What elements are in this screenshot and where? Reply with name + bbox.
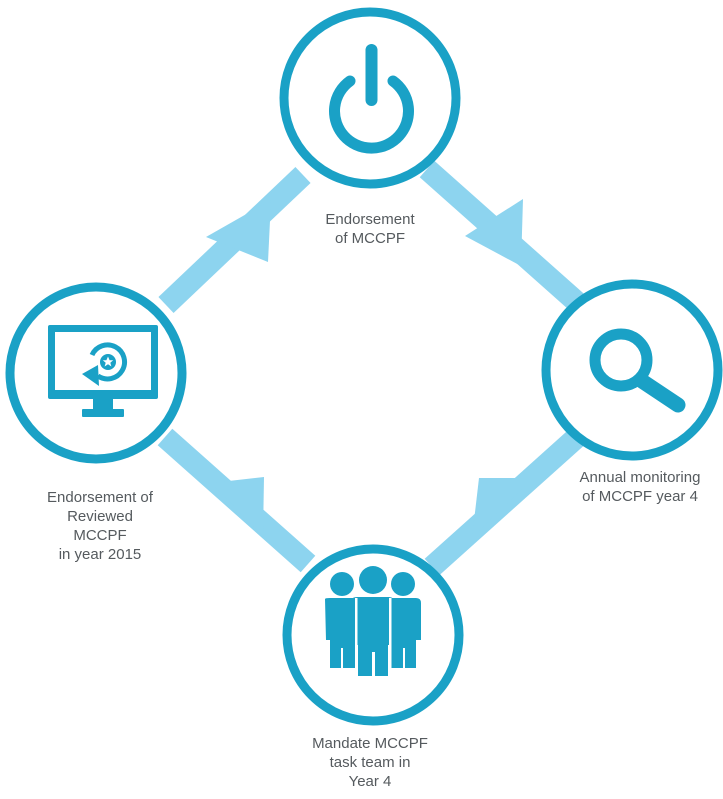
power-icon bbox=[329, 44, 414, 154]
node-reviewed-label: Endorsement of Reviewed MCCPF in year 20… bbox=[47, 489, 153, 563]
arrowhead-to-monitoring bbox=[465, 199, 523, 266]
node-task-team bbox=[282, 544, 464, 726]
node-endorsement-label: Endorsement of MCCPF bbox=[325, 211, 415, 247]
node-annual-monitoring bbox=[541, 279, 723, 461]
node-task-team-label: Mandate MCCPF task team in Year 4 bbox=[312, 735, 428, 790]
node-annual-monitoring-ring bbox=[541, 279, 723, 461]
monitor-refresh-icon bbox=[48, 325, 158, 417]
arrowhead-to-task-team bbox=[472, 478, 533, 538]
magnifier-icon bbox=[589, 328, 686, 413]
arrowhead-to-endorsement bbox=[206, 200, 271, 262]
arrowheads bbox=[206, 199, 533, 538]
node-endorsement bbox=[279, 7, 461, 189]
node-reviewed bbox=[5, 282, 187, 464]
people-group-icon bbox=[325, 566, 421, 676]
arrowhead-to-reviewed bbox=[211, 477, 264, 536]
node-annual-monitoring-label: Annual monitoring of MCCPF year 4 bbox=[579, 469, 701, 505]
